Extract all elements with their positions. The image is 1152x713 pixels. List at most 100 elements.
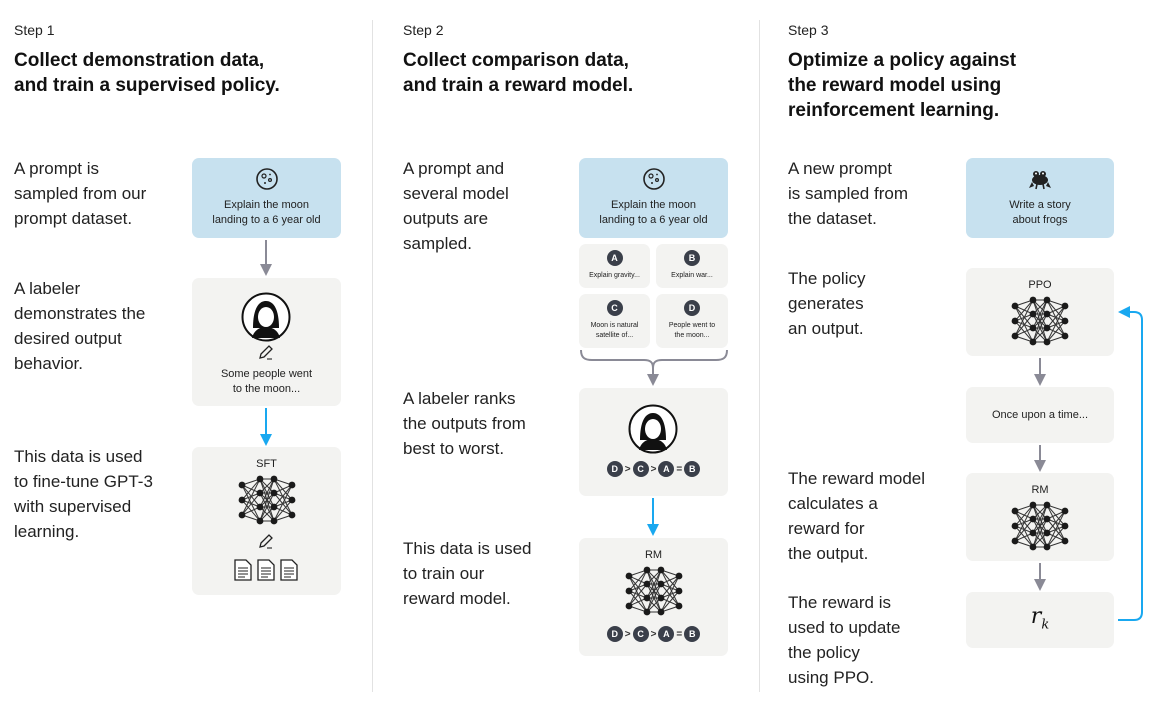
arrow-head [647,374,659,386]
rank-operator: = [676,463,683,475]
desc-line: the policy [788,643,860,662]
desc-line: sampled. [403,234,472,253]
output-badge-row: C [579,300,650,316]
column-divider-1 [372,20,373,692]
output-box-b: B Explain war... [656,244,728,288]
output-text: the moon... [674,332,710,339]
arrow-head [260,264,272,276]
step3-title-line2: the reward model using [788,75,1002,96]
arrow-head [1118,306,1130,318]
network-node [1043,515,1051,523]
step1-label: Step 1 [14,22,55,38]
prompt-text-line2: landing to a 6 year old [212,214,321,226]
output-box-c: C Moon is natural satellite of... [579,294,650,348]
step1-prompt-box: Explain the moon landing to a 6 year old [192,158,341,238]
step3-prompt-box: Write a story about frogs [966,158,1114,238]
network-node [643,566,651,574]
output-text: Explain gravity... [589,272,640,279]
desc-line: best to worst. [403,439,505,458]
network-node [657,594,665,602]
output-box-a: A Explain gravity... [579,244,650,288]
network-node [1029,324,1037,332]
network-node [238,481,246,489]
step2-desc-train: This data is used to train our reward mo… [403,536,532,611]
desc-line: A prompt and [403,159,505,178]
rank-operator: = [676,628,683,640]
desc-line: several model [403,184,509,203]
output-badge: D [684,300,700,316]
desc-line: behavior. [14,354,83,373]
network-node [256,503,264,511]
document-icon [257,559,275,581]
neural-network-icon [1011,501,1069,551]
desc-line: with supervised [14,497,132,516]
output-badge-row: B [656,250,728,266]
step3-title-line1: Optimize a policy against [788,50,1017,71]
step1-desc-finetune: This data is used to fine-tune GPT-3 wit… [14,444,153,544]
output-box-d: D People went to the moon... [656,294,728,348]
rank-badge: A [658,626,675,642]
network-node [1043,543,1051,551]
pencil-icon [259,345,273,360]
arrow-head [260,434,272,446]
network-node [238,511,246,519]
network-node [625,602,633,610]
network-node [1029,529,1037,537]
desc-line: A labeler [14,279,81,298]
rank-operator: > [650,463,657,475]
rank-badge: C [632,626,649,642]
feedback-loop-connector [1118,311,1143,621]
prompt-text-line1: Explain the moon [611,199,696,211]
network-node [256,489,264,497]
rank-badge: D [606,626,623,642]
network-node [625,572,633,580]
rank-badge: C [632,461,649,477]
step3-output-box: Once upon a time... [966,387,1114,443]
rank-operator: > [650,628,657,640]
output-badge-row: A [579,250,650,266]
reward-subscript: k [1041,617,1050,633]
step2-rm-box: RM D>C>A=B [579,538,728,656]
moon-icon [643,168,665,190]
network-node [270,489,278,497]
step1-demo-box: Some people went to the moon... [192,278,341,406]
network-node [1061,507,1069,515]
network-node [1043,310,1051,318]
prompt-text-line1: Explain the moon [224,199,309,211]
rank-badge: A [658,461,675,477]
arrow-head [1034,460,1046,472]
network-node [1029,501,1037,509]
network-node [675,602,683,610]
rm-model-label: RM [1031,484,1049,496]
step2-desc-prompt: A prompt and several model outputs are s… [403,156,509,256]
desc-line: the outputs from [403,414,526,433]
network-node [288,511,296,519]
desc-line: used to update [788,618,901,637]
network-node [625,587,633,595]
network-node [1043,324,1051,332]
moon-icon [256,168,278,190]
network-node [1011,507,1019,515]
rank-operator: > [624,628,631,640]
desc-line: an output. [788,319,864,338]
output-text: People went to [668,322,716,329]
output-badge: B [684,250,700,266]
desc-line: The reward model [788,469,926,488]
step3-ppo-box: PPO [966,268,1114,356]
desc-line: to fine-tune GPT-3 [14,472,153,491]
step2-desc-rank: A labeler ranks the outputs from best to… [403,386,526,461]
network-node [1061,302,1069,310]
output-text: Once upon a time... [992,409,1088,421]
network-node [270,475,278,483]
output-text: Moon is natural [590,322,639,329]
step3-label: Step 3 [788,22,829,38]
network-node [1029,310,1037,318]
document-icon [234,559,252,581]
desc-line: demonstrates the [14,304,146,323]
desc-line: The policy [788,269,866,288]
demo-text-line2: to the moon... [232,383,301,395]
network-node [1011,302,1019,310]
network-node [643,594,651,602]
rm-model-label: RM [644,549,663,561]
rank-badge: D [606,461,623,477]
